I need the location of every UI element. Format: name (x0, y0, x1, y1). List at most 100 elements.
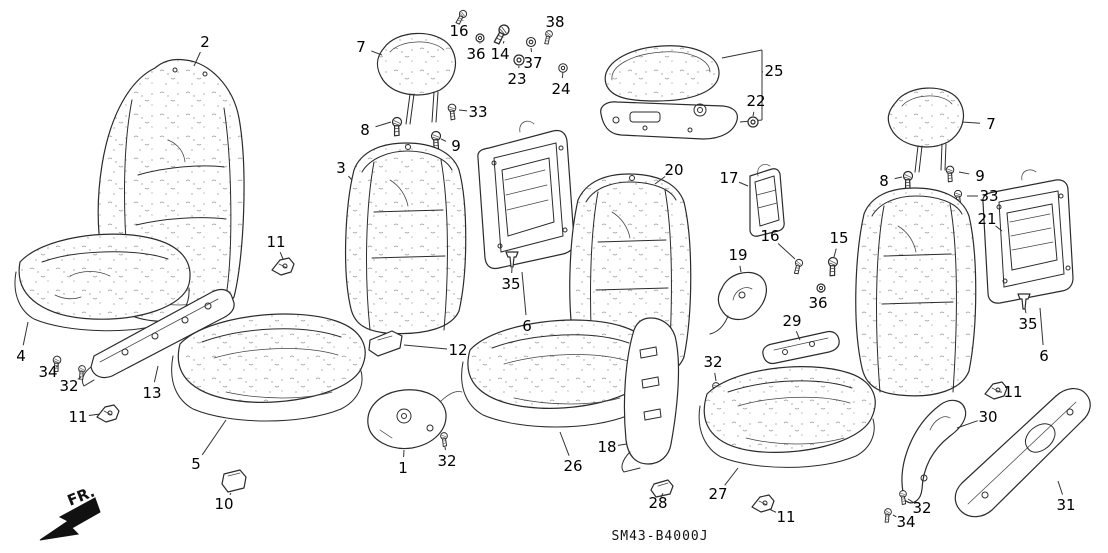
bracket-12 (368, 330, 403, 357)
fr-direction-arrow: FR. (39, 483, 101, 541)
part-label-33: 33 (468, 103, 487, 121)
back-panel-right (982, 169, 1074, 304)
leader-line-15 (833, 248, 837, 258)
leader-line-30 (956, 420, 978, 429)
nut-36-top (475, 33, 485, 43)
part-label-26: 26 (563, 457, 582, 475)
leader-line-6 (1039, 307, 1044, 346)
leader-lines (22, 19, 1063, 518)
leader-line-32 (77, 376, 82, 380)
part-label-16: 16 (449, 22, 468, 40)
leader-line-37 (530, 47, 533, 53)
leader-line-14 (502, 40, 505, 44)
part-label-22: 22 (746, 92, 765, 110)
part-label-3: 3 (336, 159, 346, 177)
part-label-36: 36 (808, 294, 827, 312)
part-label-31: 31 (1056, 496, 1075, 514)
leader-line-9 (440, 138, 447, 142)
leader-line-31 (1057, 480, 1063, 495)
part-label-18: 18 (597, 438, 616, 456)
leader-line-5 (201, 419, 227, 456)
leader-line-29 (795, 330, 801, 341)
part-label-32: 32 (59, 377, 78, 395)
part-label-8: 8 (879, 172, 889, 190)
bolt-15 (825, 256, 839, 278)
leader-line-19 (739, 265, 742, 273)
part-label-34: 34 (896, 513, 915, 531)
leader-line-21 (995, 225, 1003, 232)
leader-line-7 (371, 50, 383, 56)
grommet-22 (747, 116, 759, 128)
leader-line-32 (907, 498, 914, 503)
leader-line-8 (894, 176, 903, 180)
leader-line-8 (375, 121, 392, 128)
part-label-33: 33 (979, 187, 998, 205)
recliner-handle-19 (709, 271, 767, 335)
part-label-1: 1 (398, 459, 408, 477)
leader-line-34 (892, 514, 897, 518)
nut-36-right (816, 283, 826, 293)
part-label-14: 14 (490, 45, 509, 63)
part-label-7: 7 (356, 38, 366, 56)
leader-line-16 (777, 243, 796, 260)
bolt-33-left (447, 103, 457, 121)
headrest-left (376, 32, 457, 125)
clip-11-left-upper (271, 257, 295, 276)
leader-line-11 (768, 508, 777, 513)
leader-line-35 (1024, 307, 1027, 314)
leader-line-11 (88, 413, 101, 417)
bolt-8-left (390, 116, 403, 137)
leader-line-6 (521, 271, 527, 316)
part-label-12: 12 (448, 341, 467, 359)
part-label-23: 23 (507, 70, 526, 88)
part-label-2: 2 (200, 33, 210, 51)
seat-cushion-left (14, 233, 191, 332)
part-label-35: 35 (501, 275, 520, 293)
side-valance-31 (954, 388, 1091, 518)
part-label-32: 32 (437, 452, 456, 470)
part-label-24: 24 (551, 80, 570, 98)
part-label-17: 17 (719, 169, 738, 187)
part-label-13: 13 (142, 384, 161, 402)
part-label-29: 29 (782, 312, 801, 330)
bolt-16-right (791, 257, 805, 276)
bolt-34-right (882, 507, 893, 524)
part-label-8: 8 (360, 121, 370, 139)
part-label-21: 21 (977, 210, 996, 228)
bracket-1 (367, 389, 463, 450)
rail-18 (621, 317, 680, 473)
seat-cushion-center-left (171, 313, 366, 422)
seat-back-center-left (344, 142, 467, 335)
leader-line-34 (55, 365, 58, 368)
part-label-32: 32 (703, 353, 722, 371)
part-label-4: 4 (16, 347, 26, 365)
part-label-9: 9 (975, 167, 985, 185)
part-label-6: 6 (1039, 347, 1049, 365)
part-label-27: 27 (708, 485, 727, 503)
part-label-7: 7 (986, 115, 996, 133)
washer-24 (558, 63, 568, 73)
part-label-28: 28 (648, 494, 667, 512)
leader-line-2 (193, 51, 201, 67)
leader-line-3 (348, 175, 353, 181)
leader-line-9 (958, 171, 970, 175)
bolt-9-right (944, 165, 955, 183)
diagram-code: SM43-B4000J (611, 529, 708, 544)
leader-line-11 (279, 251, 284, 260)
part-label-11: 11 (68, 408, 87, 426)
part-label-5: 5 (191, 455, 201, 473)
screw-38 (541, 29, 554, 46)
part-label-30: 30 (978, 408, 997, 426)
leader-line-27 (724, 467, 739, 486)
leader-line-12 (403, 344, 448, 350)
recliner-bracket-17 (749, 164, 785, 237)
seat-cushion-right (698, 366, 876, 468)
part-label-19: 19 (728, 246, 747, 264)
leader-line-4 (22, 321, 29, 346)
part-label-25: 25 (764, 62, 783, 80)
back-panel-center (477, 120, 575, 270)
leader-line-17 (738, 181, 749, 187)
